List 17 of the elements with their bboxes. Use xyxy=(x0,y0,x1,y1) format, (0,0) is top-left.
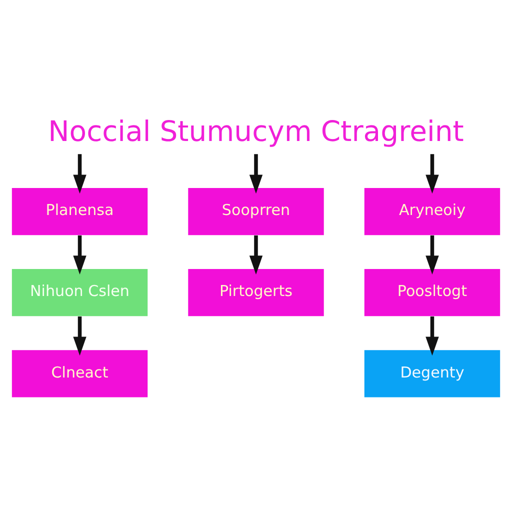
arrow xyxy=(426,235,439,275)
node-box: Sooprren xyxy=(188,188,324,236)
node-box: Clneact xyxy=(12,350,148,398)
node-box: Degenty xyxy=(364,350,500,398)
arrow xyxy=(426,154,439,194)
arrow xyxy=(73,235,86,275)
diagram-title: Noccial Stumucym Ctragreint xyxy=(48,115,464,148)
node-box: Pirtogerts xyxy=(188,269,324,316)
arrow xyxy=(249,235,263,275)
arrow xyxy=(73,154,86,194)
node-box: Aryneoiy xyxy=(364,188,500,236)
arrow xyxy=(73,316,86,356)
arrow xyxy=(426,316,439,356)
node-box: Nihuon Cslen xyxy=(12,269,148,316)
node-box: Planensa xyxy=(12,188,148,236)
arrow xyxy=(249,154,263,194)
node-box: Poosltogt xyxy=(364,269,500,316)
